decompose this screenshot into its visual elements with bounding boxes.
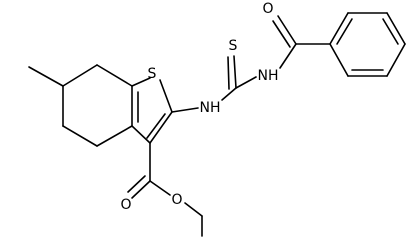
bond-c2-c3	[149, 111, 173, 144]
thiourea-linker	[171, 43, 297, 113]
bond-c3-c3a	[131, 125, 151, 144]
bond-cs-s	[233, 55, 237, 89]
bond-ph-4	[386, 43, 406, 77]
thione-sulfur-label: S	[229, 38, 238, 54]
ether-oxygen-label: O	[171, 192, 182, 208]
tetrahydro-ring	[62, 64, 133, 147]
ring-sulfur-label: S	[148, 66, 157, 82]
bond-co-o-double	[272, 20, 291, 48]
carbonyl-oxygen-ester-label: O	[120, 197, 131, 213]
bond-c7a-c7	[96, 64, 133, 87]
bond-nh2-co	[279, 43, 297, 69]
bond-s1-c2	[159, 79, 173, 113]
bond-ph-1	[329, 12, 349, 45]
bond-c7-c6	[62, 64, 98, 87]
bond-ester-c-o-double-inner	[127, 175, 146, 193]
bond-methyl	[28, 66, 64, 87]
ethyl-ester	[127, 142, 203, 237]
bond-ph-inner-1	[336, 18, 353, 45]
bond-ph-inner-2	[382, 18, 399, 45]
phenyl-ring	[329, 12, 406, 77]
nh-right-label: NH	[258, 68, 279, 84]
thiophene-ring	[131, 77, 173, 144]
bond-c2-c3-inner	[146, 113, 166, 139]
bond-c2-nh	[171, 107, 199, 113]
benzoyl-carbonyl	[272, 15, 331, 48]
bond-ph-6	[329, 43, 349, 77]
bond-c4-c3a	[96, 125, 133, 147]
bond-c7a-s1	[131, 77, 151, 87]
bond-ester-c-oether	[149, 180, 171, 196]
bond-ph-3	[386, 12, 406, 45]
bond-cs-nh2	[235, 76, 257, 89]
bond-c5-c4	[62, 125, 98, 147]
carbonyl-oxygen-top-label: O	[262, 1, 273, 17]
bond-oether-ch2	[184, 202, 203, 217]
bond-ester-c-o-double	[131, 180, 151, 199]
bond-nh-cs	[221, 87, 237, 101]
bond-cs-s-double	[227, 56, 230, 90]
bond-co-o	[277, 15, 297, 45]
nh-left-label: NH	[200, 100, 221, 116]
